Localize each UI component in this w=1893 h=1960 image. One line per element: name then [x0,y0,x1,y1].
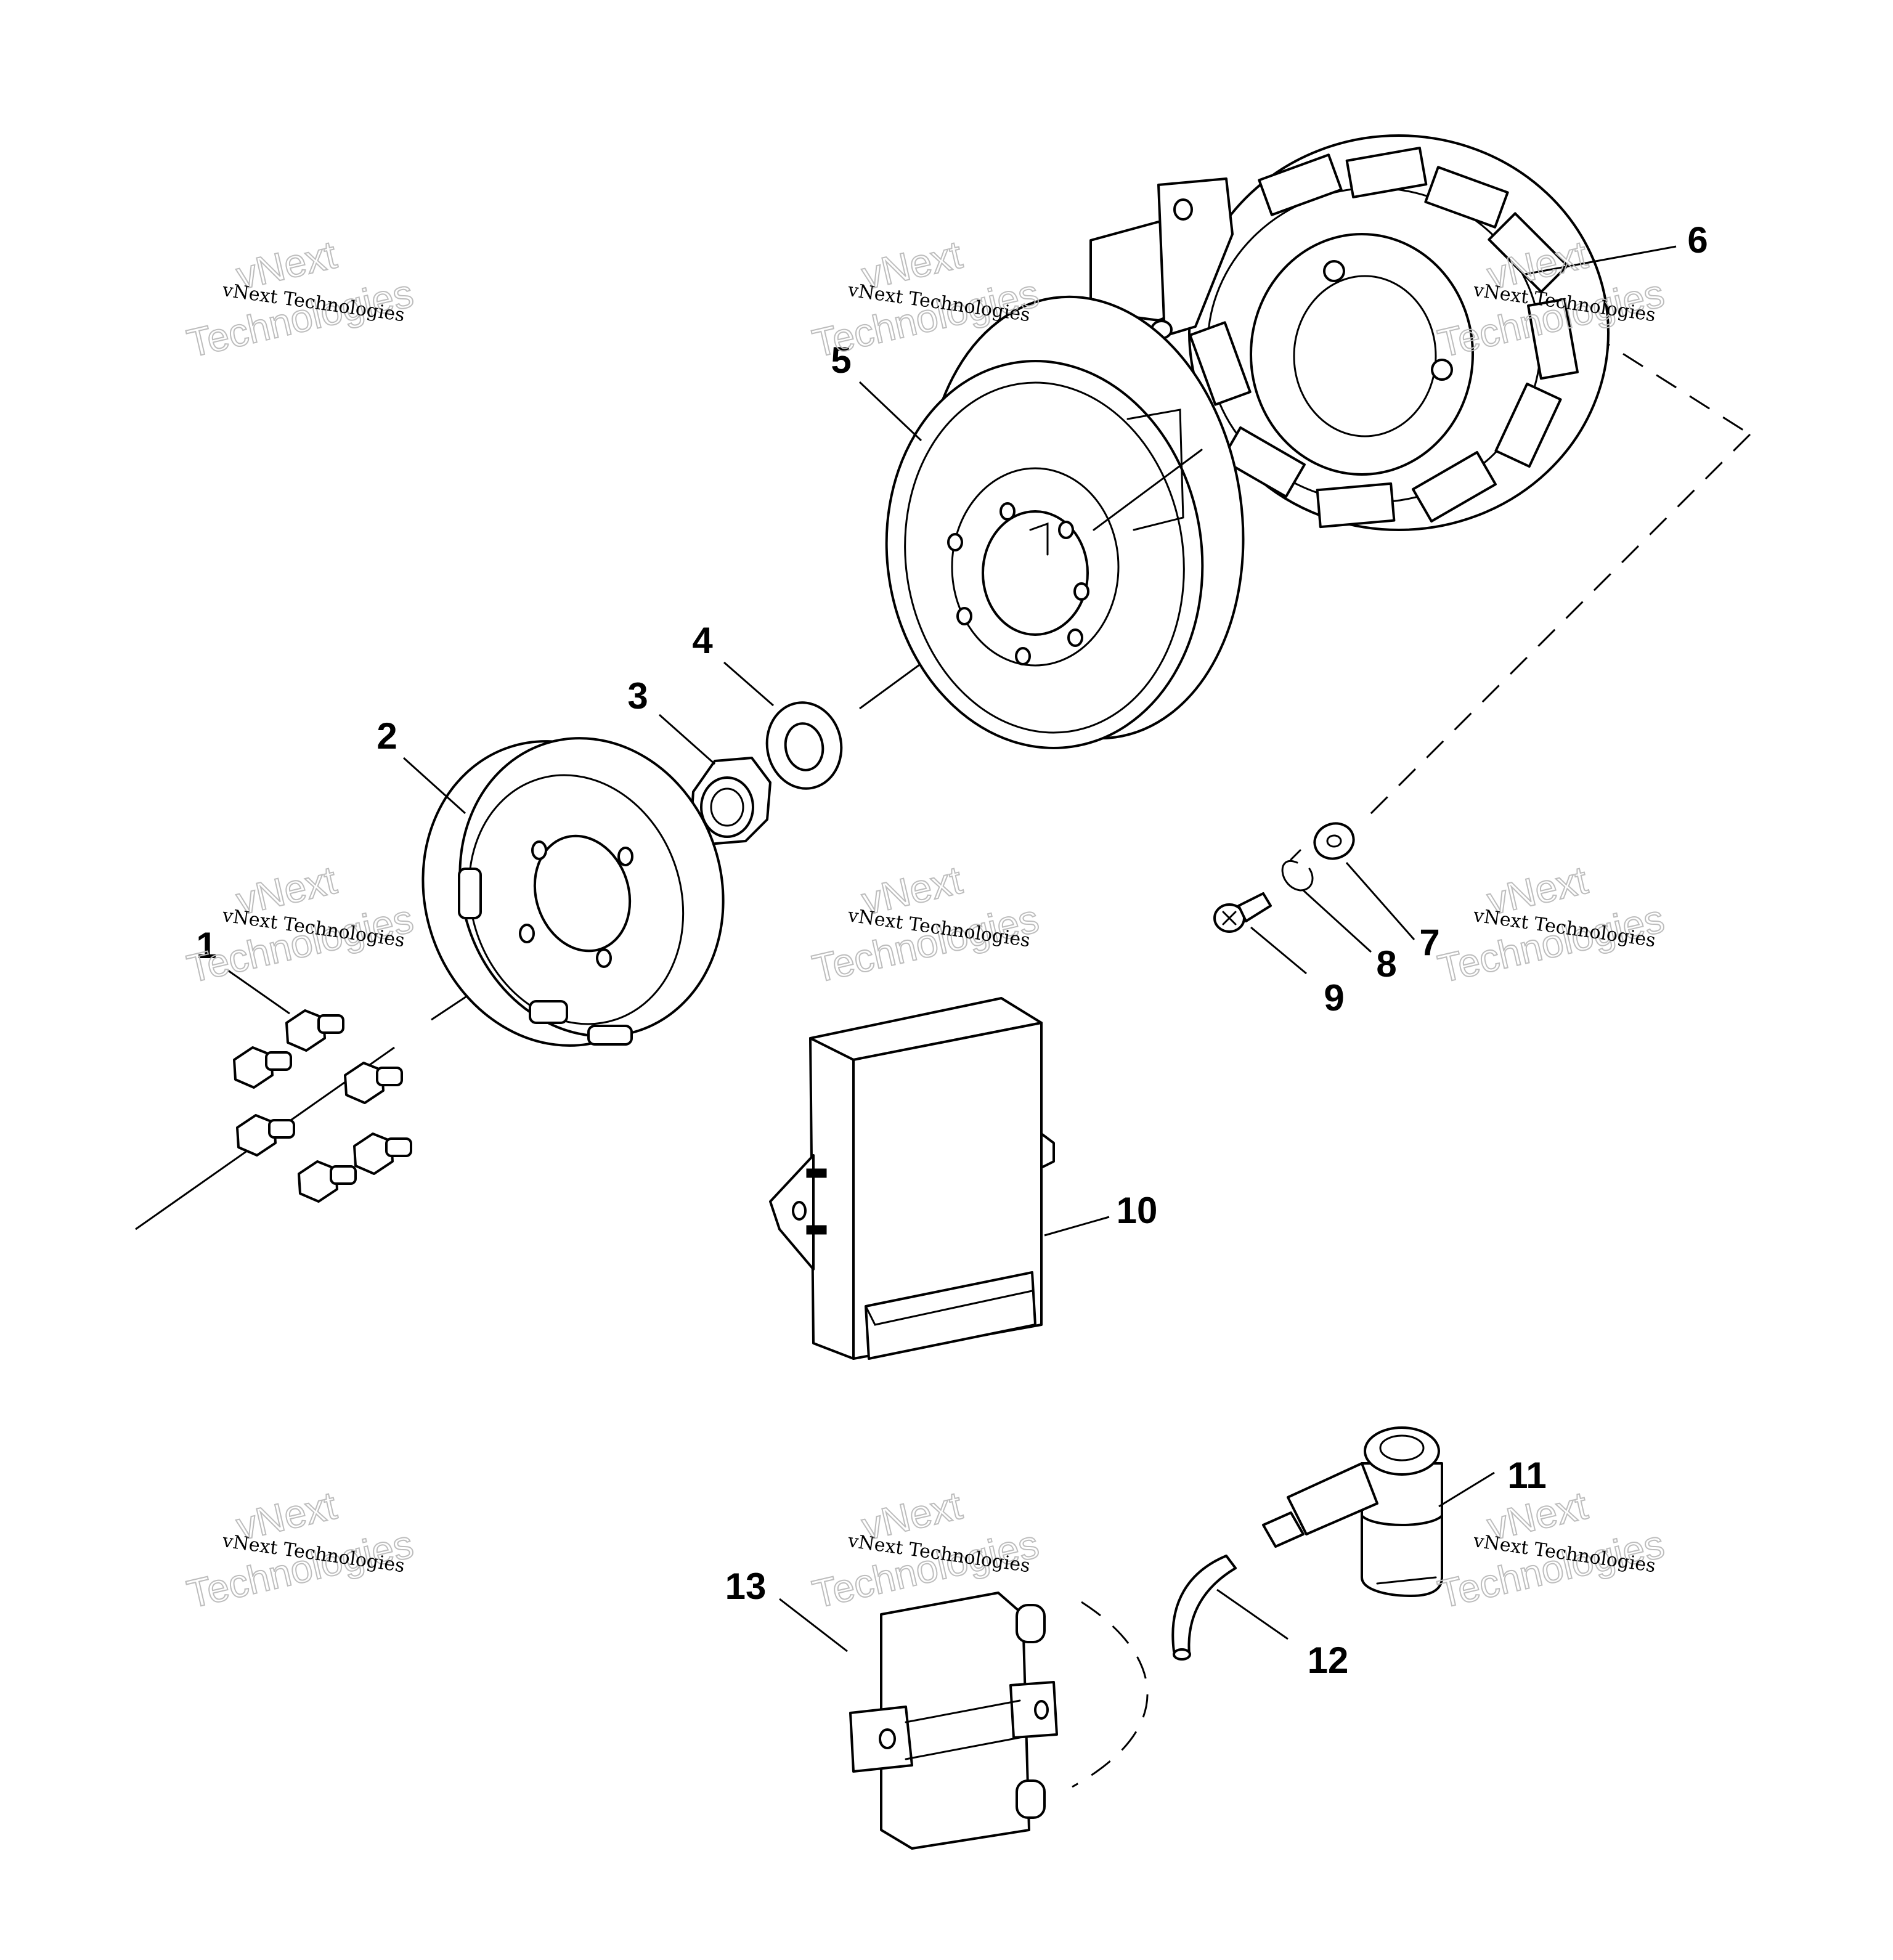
ignition-coil-part [849,1592,1058,1850]
watermark-1: vNext Technologies vNext Technologies [182,232,418,367]
nut-part [690,757,771,845]
callout-4: 4 [692,620,713,661]
callout-6: 6 [1687,219,1708,261]
spark-plug-cap-part [1262,1426,1443,1597]
watermark-5: vNext Technologies vNext Technologies [808,857,1043,992]
callout-numbers: 1 2 3 4 5 6 7 8 9 10 11 12 13 [196,219,1708,1681]
watermark-9: vNext Technologies vNext Technologies [1433,1482,1669,1617]
bolt-2 [285,1009,344,1052]
flywheel-part [885,295,1245,749]
callout-11: 11 [1507,1455,1546,1496]
callout-leaders [227,245,1677,1653]
bolts-part [233,1009,412,1203]
callout-13: 13 [725,1566,767,1607]
callout-5: 5 [831,340,851,381]
bolt-5 [353,1132,412,1175]
washer-part [765,701,843,790]
watermark-7: vNext Technologies vNext Technologies [182,1482,418,1617]
callout-2: 2 [377,715,397,757]
bolt-3 [344,1062,403,1104]
lock-washer-part [1281,849,1314,892]
ht-lead-part [1171,1555,1237,1661]
cdi-box-part [769,997,1055,1360]
stator-part [1089,134,1610,531]
watermark-8: vNext Technologies vNext Technologies [808,1482,1043,1617]
callout-1: 1 [196,925,216,966]
bolt-6 [298,1160,357,1203]
bolt-1 [233,1046,292,1089]
starter-cup-part [421,737,725,1047]
callout-10: 10 [1117,1190,1158,1231]
watermark-4: vNext Technologies vNext Technologies [182,857,418,992]
callout-12: 12 [1308,1640,1349,1681]
callout-8: 8 [1376,943,1396,985]
callout-3: 3 [627,675,648,717]
flat-washer-part [1313,822,1355,860]
watermark-6: vNext Technologies vNext Technologies [1433,857,1669,992]
bolt-4 [236,1114,295,1157]
callout-9: 9 [1324,977,1344,1019]
callout-7: 7 [1419,922,1439,963]
screw-part [1213,892,1272,933]
